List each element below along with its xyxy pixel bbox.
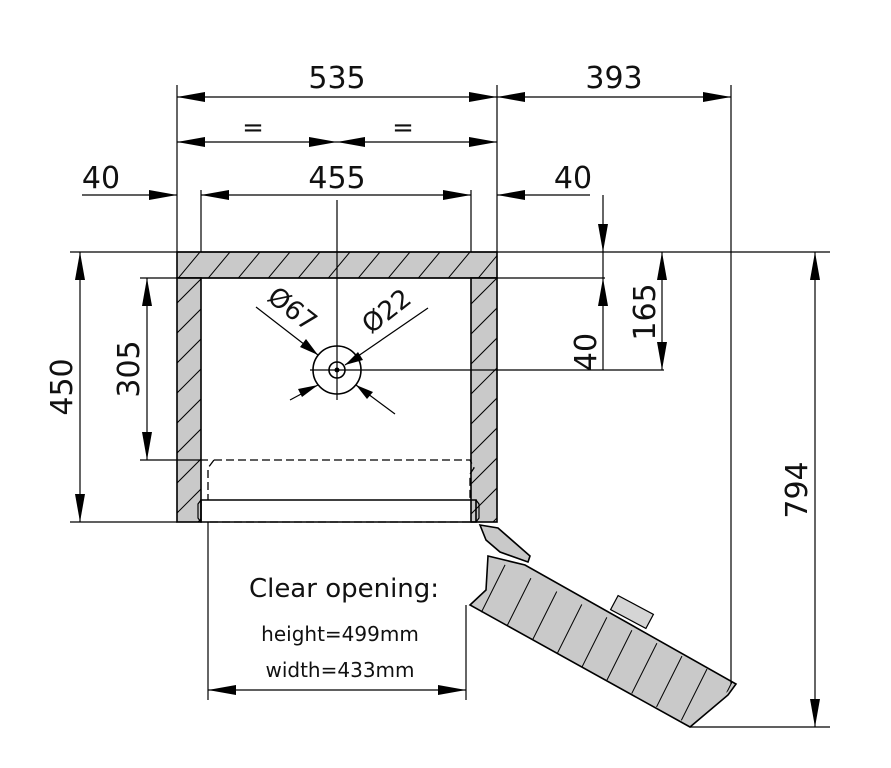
dimension-labels: 535 393 = = 40 455 40 450 305 40 165 794… <box>45 61 815 519</box>
right-wall-hatching <box>471 278 497 522</box>
clear-opening-note: Clear opening: height=499mm width=433mm <box>249 574 439 682</box>
dim-equal-left: = <box>242 113 264 143</box>
dim-drain-offset-right: 165 <box>628 283 663 340</box>
door-panel <box>468 523 738 728</box>
clear-opening-width: width=433mm <box>265 658 414 682</box>
dim-overall-width: 535 <box>308 61 365 96</box>
dim-drain-offset-left: 305 <box>112 340 147 397</box>
tray-walls <box>176 251 498 523</box>
dim-overall-depth: 450 <box>45 358 80 415</box>
clear-opening-title: Clear opening: <box>249 574 439 604</box>
front-step-outline <box>197 459 480 523</box>
dim-inner-width: 455 <box>308 161 365 196</box>
dim-left-wall: 40 <box>82 161 120 196</box>
dim-door-swing-width: 393 <box>585 61 642 96</box>
dim-right-wall: 40 <box>554 161 592 196</box>
dim-back-wall: 40 <box>569 333 604 371</box>
back-wall-hatching <box>177 252 497 278</box>
drain <box>255 200 664 415</box>
left-wall-hatching <box>177 278 201 522</box>
dim-diameter-outer: Ø67 <box>262 281 323 338</box>
dim-equal-right: = <box>392 113 414 143</box>
dim-diagonal-total: 794 <box>780 461 815 518</box>
dimension-lines <box>70 85 830 728</box>
clear-opening-height: height=499mm <box>261 622 419 646</box>
dim-diameter-inner: Ø22 <box>357 283 418 340</box>
